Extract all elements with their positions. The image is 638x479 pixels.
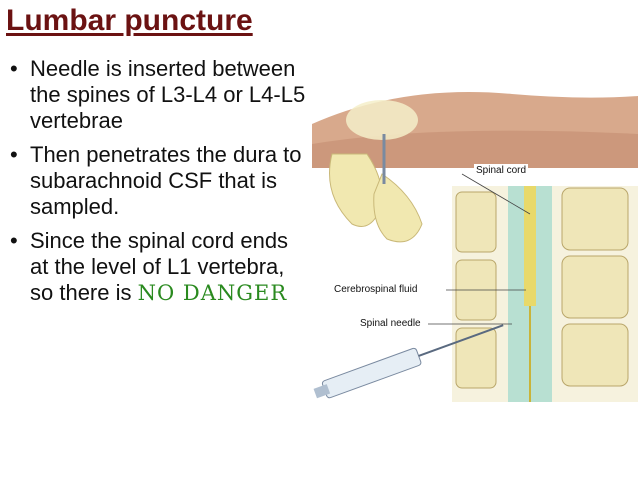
- illustration-svg: [312, 92, 638, 402]
- lumbar-puncture-illustration: Spinal cord Cerebrospinal fluid Spinal n…: [312, 84, 638, 402]
- syringe-needle: [418, 324, 504, 357]
- syringe: [313, 324, 504, 399]
- no-danger-highlight: NO DANGER: [137, 281, 288, 305]
- label-spinal-cord: Spinal cord: [474, 164, 529, 177]
- gloved-hand-left: [329, 153, 383, 227]
- lumbar-vertebrae-overlay: [346, 100, 418, 140]
- syringe-plunger: [313, 384, 331, 399]
- gloved-hand-right: [373, 173, 423, 243]
- spinal-cord: [524, 186, 536, 306]
- bullet-list: • Needle is inserted between the spines …: [6, 56, 306, 314]
- bullet-glyph: •: [10, 56, 18, 81]
- bullet-needle-insertion: • Needle is inserted between the spines …: [6, 56, 306, 134]
- bullet-text: Then penetrates the dura to subarachnoid…: [30, 142, 302, 219]
- label-cerebrospinal-fluid: Cerebrospinal fluid: [332, 283, 420, 296]
- vertebra-right-2: [561, 255, 629, 319]
- slide-title: Lumbar puncture: [6, 4, 253, 37]
- bullet-glyph: •: [10, 228, 18, 253]
- vertebra-left-1: [455, 191, 497, 253]
- vertebra-right-3: [561, 323, 629, 387]
- vertebra-right-1: [561, 187, 629, 251]
- bullet-text: Needle is inserted between the spines of…: [30, 56, 306, 133]
- vertebra-left-3: [455, 327, 497, 389]
- bullet-glyph: •: [10, 142, 18, 167]
- bullet-dura-penetration: • Then penetrates the dura to subarachno…: [6, 142, 306, 220]
- bullet-text: Since the spinal cord ends at the level …: [30, 228, 289, 305]
- patient-back-shade: [312, 130, 638, 168]
- spinal-cord-leader: [461, 173, 531, 215]
- syringe-barrel: [321, 347, 422, 399]
- bullet-no-danger: • Since the spinal cord ends at the leve…: [6, 228, 306, 306]
- label-spinal-needle: Spinal needle: [358, 317, 423, 330]
